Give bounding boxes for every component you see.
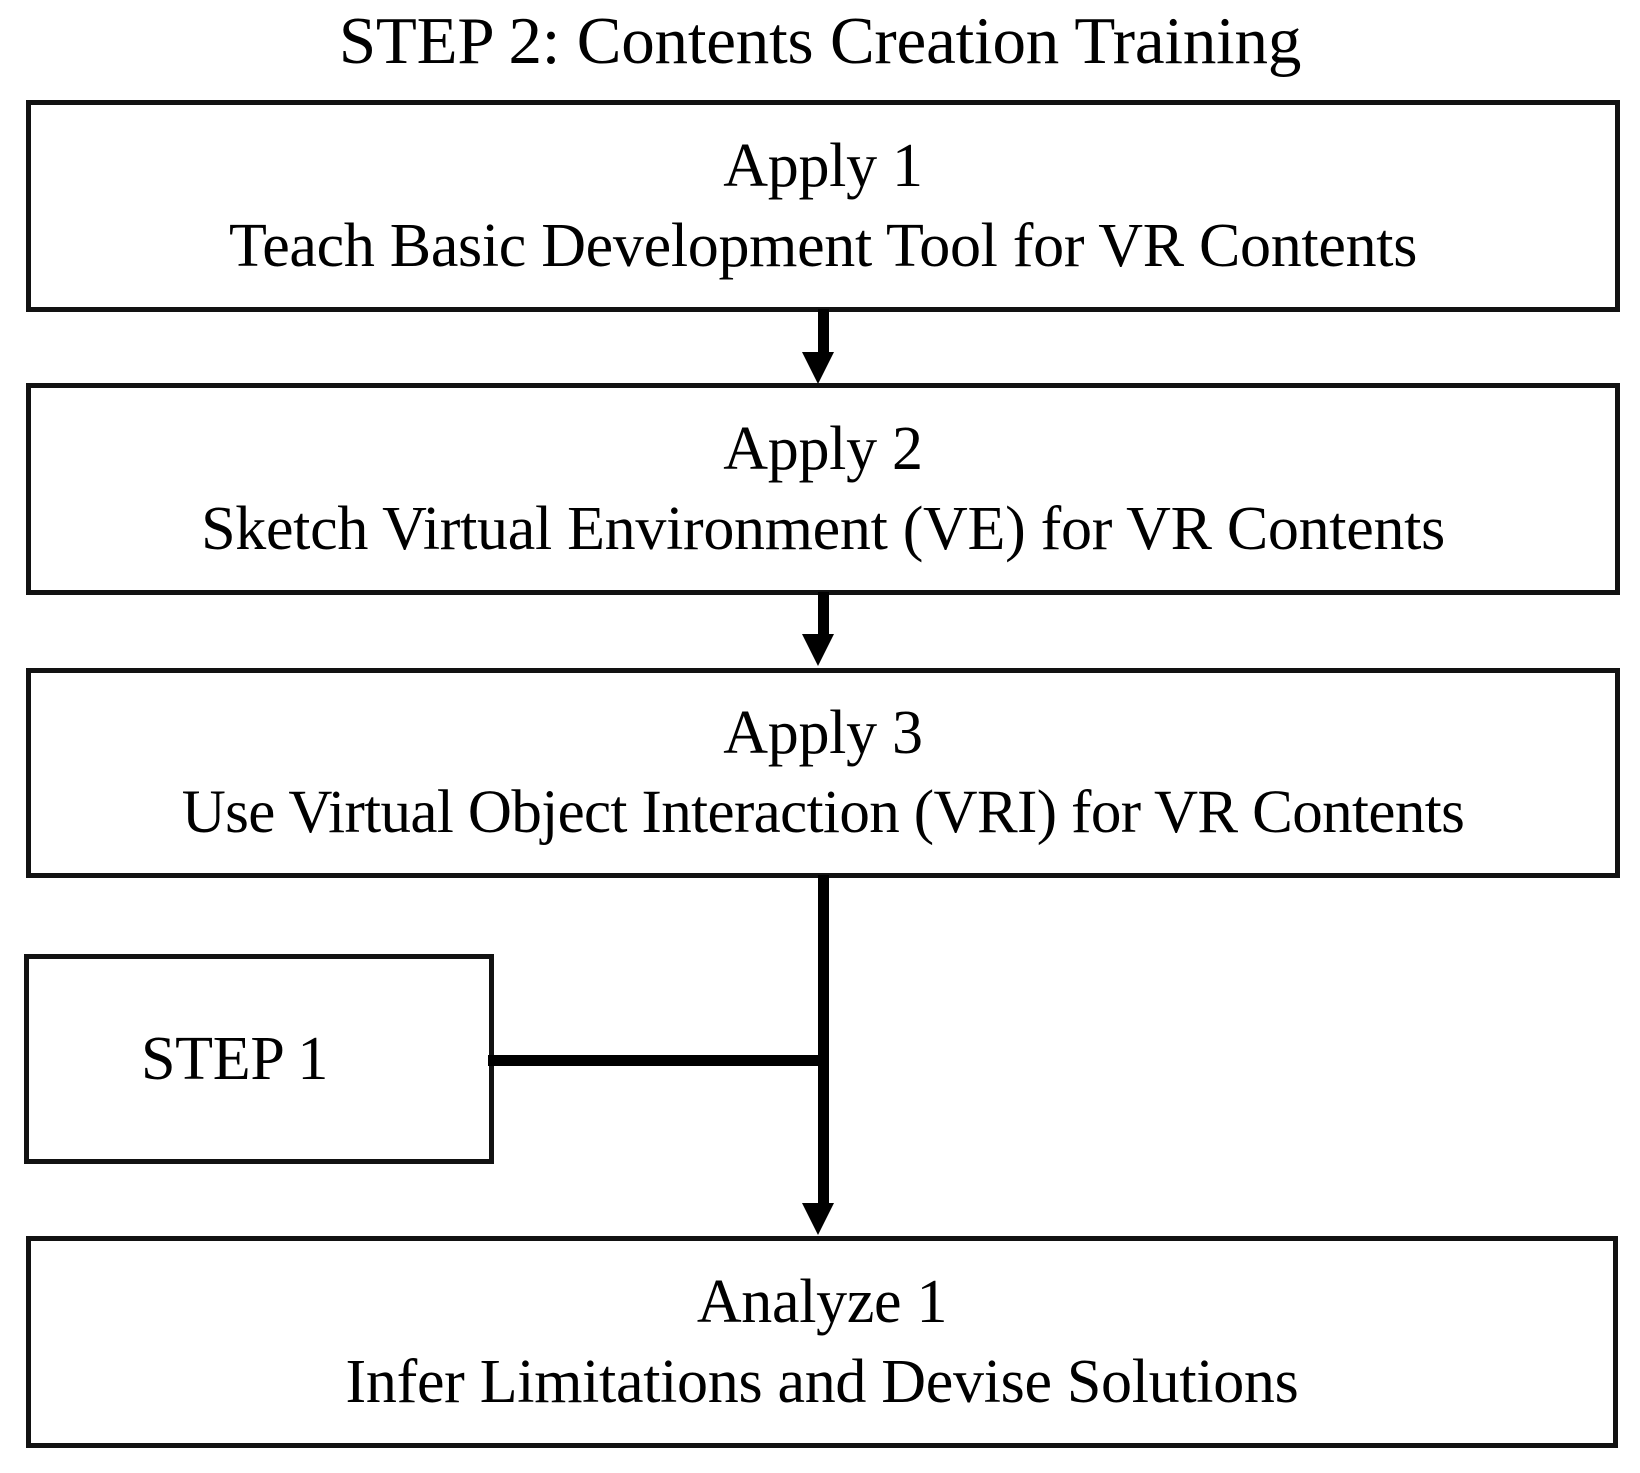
arrow-apply3-to-analyze1-head-icon <box>802 1203 834 1235</box>
node-apply-1: Apply 1 Teach Basic Development Tool for… <box>26 100 1620 312</box>
node-apply-1-title: Apply 1 <box>723 132 923 200</box>
node-analyze-1-title: Analyze 1 <box>696 1268 948 1336</box>
arrow-apply2-to-apply3-head-icon <box>802 634 834 666</box>
arrow-apply2-to-apply3-shaft <box>818 592 829 640</box>
arrow-apply1-to-apply2-head-icon <box>802 352 834 384</box>
node-analyze-1: Analyze 1 Infer Limitations and Devise S… <box>26 1236 1618 1448</box>
node-apply-2: Apply 2 Sketch Virtual Environment (VE) … <box>26 383 1620 595</box>
node-step-1-title: STEP 1 <box>141 1025 329 1093</box>
node-step-1: STEP 1 <box>24 954 494 1164</box>
node-apply-2-title: Apply 2 <box>723 415 923 483</box>
node-apply-3-title: Apply 3 <box>723 699 923 767</box>
connector-step1-to-main-flow <box>488 1055 824 1066</box>
node-analyze-1-detail: Infer Limitations and Devise Solutions <box>345 1348 1299 1416</box>
arrow-apply3-to-analyze1-shaft <box>818 875 829 1205</box>
node-apply-1-detail: Teach Basic Development Tool for VR Cont… <box>228 212 1418 280</box>
node-apply-2-detail: Sketch Virtual Environment (VE) for VR C… <box>201 495 1445 563</box>
node-apply-3-detail: Use Virtual Object Interaction (VRI) for… <box>181 779 1465 846</box>
arrow-apply1-to-apply2-shaft <box>818 309 829 359</box>
diagram-title: STEP 2: Contents Creation Training <box>338 4 1302 78</box>
node-apply-3: Apply 3 Use Virtual Object Interaction (… <box>26 668 1620 878</box>
